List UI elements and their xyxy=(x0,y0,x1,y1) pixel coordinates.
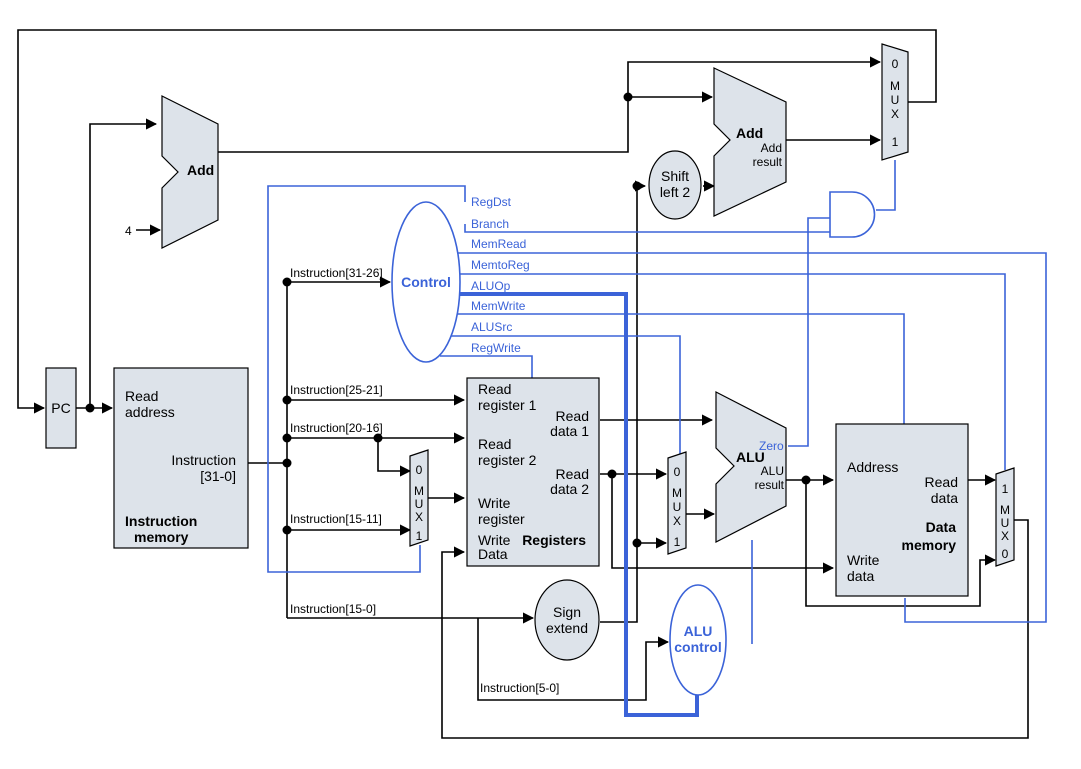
constant-four: 4 xyxy=(125,224,132,238)
signal-memread: MemRead xyxy=(471,237,526,251)
register-file: Read register 1 Read register 2 Write re… xyxy=(466,377,600,567)
svg-text:U: U xyxy=(673,500,682,514)
svg-text:Write: Write xyxy=(478,532,511,548)
svg-text:[31-0]: [31-0] xyxy=(200,468,236,484)
control-wires xyxy=(267,160,1047,717)
field-20-16: Instruction[20-16] xyxy=(290,421,383,435)
svg-text:Read: Read xyxy=(556,466,589,482)
sign-extend: Sign extend xyxy=(534,579,600,661)
branch-adder: Add Add result xyxy=(713,67,787,217)
signal-regdst: RegDst xyxy=(471,195,512,209)
pc-register: PC xyxy=(45,367,77,449)
svg-text:U: U xyxy=(1001,516,1010,530)
instruction-memory: Read address Instruction [31-0] Instruct… xyxy=(113,367,249,549)
svg-text:Write: Write xyxy=(478,495,511,511)
signal-memwrite: MemWrite xyxy=(471,299,526,313)
branch-adder-label: Add xyxy=(736,125,763,141)
signal-alusrc: ALUSrc xyxy=(471,320,512,334)
field-15-0: Instruction[15-0] xyxy=(290,602,376,616)
svg-text:Read: Read xyxy=(556,408,589,424)
field-15-11: Instruction[15-11] xyxy=(290,512,382,526)
pc-adder: Add xyxy=(161,95,219,249)
svg-text:Read: Read xyxy=(925,474,958,490)
control-unit: Control xyxy=(391,201,461,363)
field-5-0: Instruction[5-0] xyxy=(480,681,559,695)
svg-text:Read: Read xyxy=(478,436,511,452)
control-signals: RegDst Branch MemRead MemtoReg ALUOp Mem… xyxy=(471,195,530,355)
svg-text:M: M xyxy=(414,484,424,498)
branch-adder-result-2: result xyxy=(753,155,783,169)
field-31-26: Instruction[31-26] xyxy=(290,266,383,280)
svg-text:Read: Read xyxy=(478,381,511,397)
svg-text:result: result xyxy=(755,478,785,492)
svg-text:Instruction: Instruction xyxy=(125,513,197,529)
svg-text:M: M xyxy=(672,486,682,500)
wire-junctions xyxy=(85,92,811,548)
shift-label-2: left 2 xyxy=(660,184,691,200)
svg-text:data 1: data 1 xyxy=(550,423,589,439)
signal-regwrite: RegWrite xyxy=(471,341,521,355)
svg-text:control: control xyxy=(674,639,721,655)
svg-text:ALU: ALU xyxy=(761,464,784,478)
svg-text:Read: Read xyxy=(125,388,158,404)
svg-text:memory: memory xyxy=(902,537,957,553)
pc-label: PC xyxy=(51,400,70,416)
branch-adder-result-1: Add xyxy=(761,141,782,155)
svg-text:register: register xyxy=(478,511,525,527)
svg-text:Registers: Registers xyxy=(522,532,586,548)
svg-text:extend: extend xyxy=(546,620,588,636)
svg-text:1: 1 xyxy=(416,529,423,543)
svg-text:Instruction: Instruction xyxy=(171,452,236,468)
pc-adder-label: Add xyxy=(187,162,214,178)
svg-text:X: X xyxy=(891,107,899,121)
svg-text:0: 0 xyxy=(416,463,423,477)
svg-text:M: M xyxy=(1000,503,1010,517)
svg-text:data: data xyxy=(847,568,874,584)
mux-alu-src: 0 M U X 1 xyxy=(667,451,687,555)
shift-label-1: Shift xyxy=(661,168,689,184)
mux-pc-in1: 1 xyxy=(892,135,899,149)
svg-text:X: X xyxy=(415,510,423,524)
control-label: Control xyxy=(401,274,451,290)
field-25-21: Instruction[25-21] xyxy=(290,383,383,397)
svg-text:register 2: register 2 xyxy=(478,452,537,468)
data-memory: Address Read data Write data Data memory xyxy=(835,423,969,597)
svg-text:1: 1 xyxy=(1002,482,1009,496)
svg-text:data 2: data 2 xyxy=(550,481,589,497)
svg-text:ALU: ALU xyxy=(684,623,713,639)
alu-zero-label: Zero xyxy=(759,439,784,453)
signal-branch: Branch xyxy=(471,217,509,231)
and-gate xyxy=(829,191,876,238)
shift-left-2: Shift left 2 xyxy=(648,150,702,220)
svg-text:U: U xyxy=(415,497,424,511)
instruction-fields: Instruction[31-26] Instruction[25-21] In… xyxy=(290,266,559,695)
mux-pc-in0: 0 xyxy=(892,57,899,71)
signal-aluop: ALUOp xyxy=(471,279,511,293)
svg-text:U: U xyxy=(891,93,900,107)
alu-control: ALU control xyxy=(669,584,727,696)
svg-text:register 1: register 1 xyxy=(478,397,537,413)
svg-text:0: 0 xyxy=(1002,547,1009,561)
svg-text:memory: memory xyxy=(134,529,189,545)
svg-text:0: 0 xyxy=(674,465,681,479)
svg-text:1: 1 xyxy=(674,535,681,549)
datapath-wires xyxy=(17,29,1029,739)
alu-label: ALU xyxy=(736,449,765,465)
alu: ALU Zero ALU result xyxy=(715,391,787,543)
svg-text:M: M xyxy=(890,79,900,93)
mux-pc-source: 0 M U X 1 xyxy=(881,43,909,161)
svg-text:Address: Address xyxy=(847,459,898,475)
svg-text:Data: Data xyxy=(926,519,957,535)
svg-text:Write: Write xyxy=(847,552,880,568)
svg-text:address: address xyxy=(125,404,175,420)
svg-text:X: X xyxy=(1001,529,1009,543)
signal-memtoreg: MemtoReg xyxy=(471,258,530,272)
svg-text:Sign: Sign xyxy=(553,604,581,620)
mux-mem-to-reg: 1 M U X 0 xyxy=(995,467,1015,567)
svg-text:Data: Data xyxy=(478,546,508,562)
svg-text:data: data xyxy=(931,490,958,506)
svg-text:X: X xyxy=(673,514,681,528)
mux-reg-dst: 0 M U X 1 xyxy=(409,449,429,547)
